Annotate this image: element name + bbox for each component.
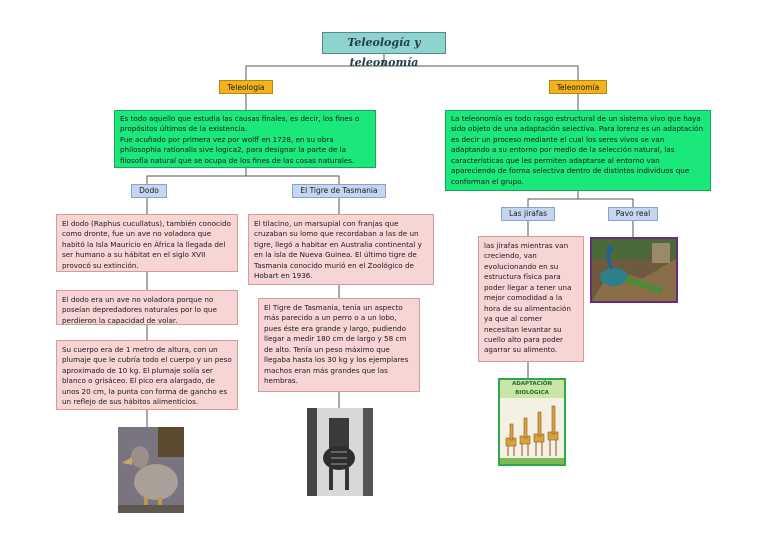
dodo-text-3: Su cuerpo era de 1 metro de altura, con … — [56, 340, 238, 410]
adaptacion-biologica-poster: ADAPTACIÓN BIOLÓGICA — [498, 378, 566, 466]
page-title: Teleología y teleonomía — [322, 32, 446, 69]
dodo-image — [118, 427, 184, 513]
dodo-text-1: El dodo (Raphus cucullatus), también con… — [56, 214, 238, 272]
tigre-text-2: El Tigre de Tasmania, tenía un aspecto m… — [258, 298, 420, 392]
teleologia-definition: Es todo aquello que estudia las causas f… — [114, 110, 376, 168]
dodo-label: Dodo — [131, 184, 167, 198]
dodo-text-2: El dodo era un ave no voladora porque no… — [56, 290, 238, 325]
teleonomia-definition: La teleonomía es todo rasgo estructural … — [445, 110, 711, 191]
tigre-text-1: El tilacino, un marsupial con franjas qu… — [248, 214, 434, 285]
tigre-label: El Tigre de Tasmania — [292, 184, 386, 198]
poster-title: ADAPTACIÓN BIOLÓGICA — [500, 380, 564, 398]
teleologia-header: Teleologia — [219, 80, 273, 94]
tigre-image — [307, 408, 373, 496]
jirafas-label: Las jirafas — [501, 207, 555, 221]
teleonomia-header: Teleonomía — [549, 80, 607, 94]
pavo-real-label: Pavo real — [608, 207, 658, 221]
jirafas-text: las jirafas mientras van creciendo, van … — [478, 236, 584, 362]
pavo-real-image — [590, 237, 678, 303]
